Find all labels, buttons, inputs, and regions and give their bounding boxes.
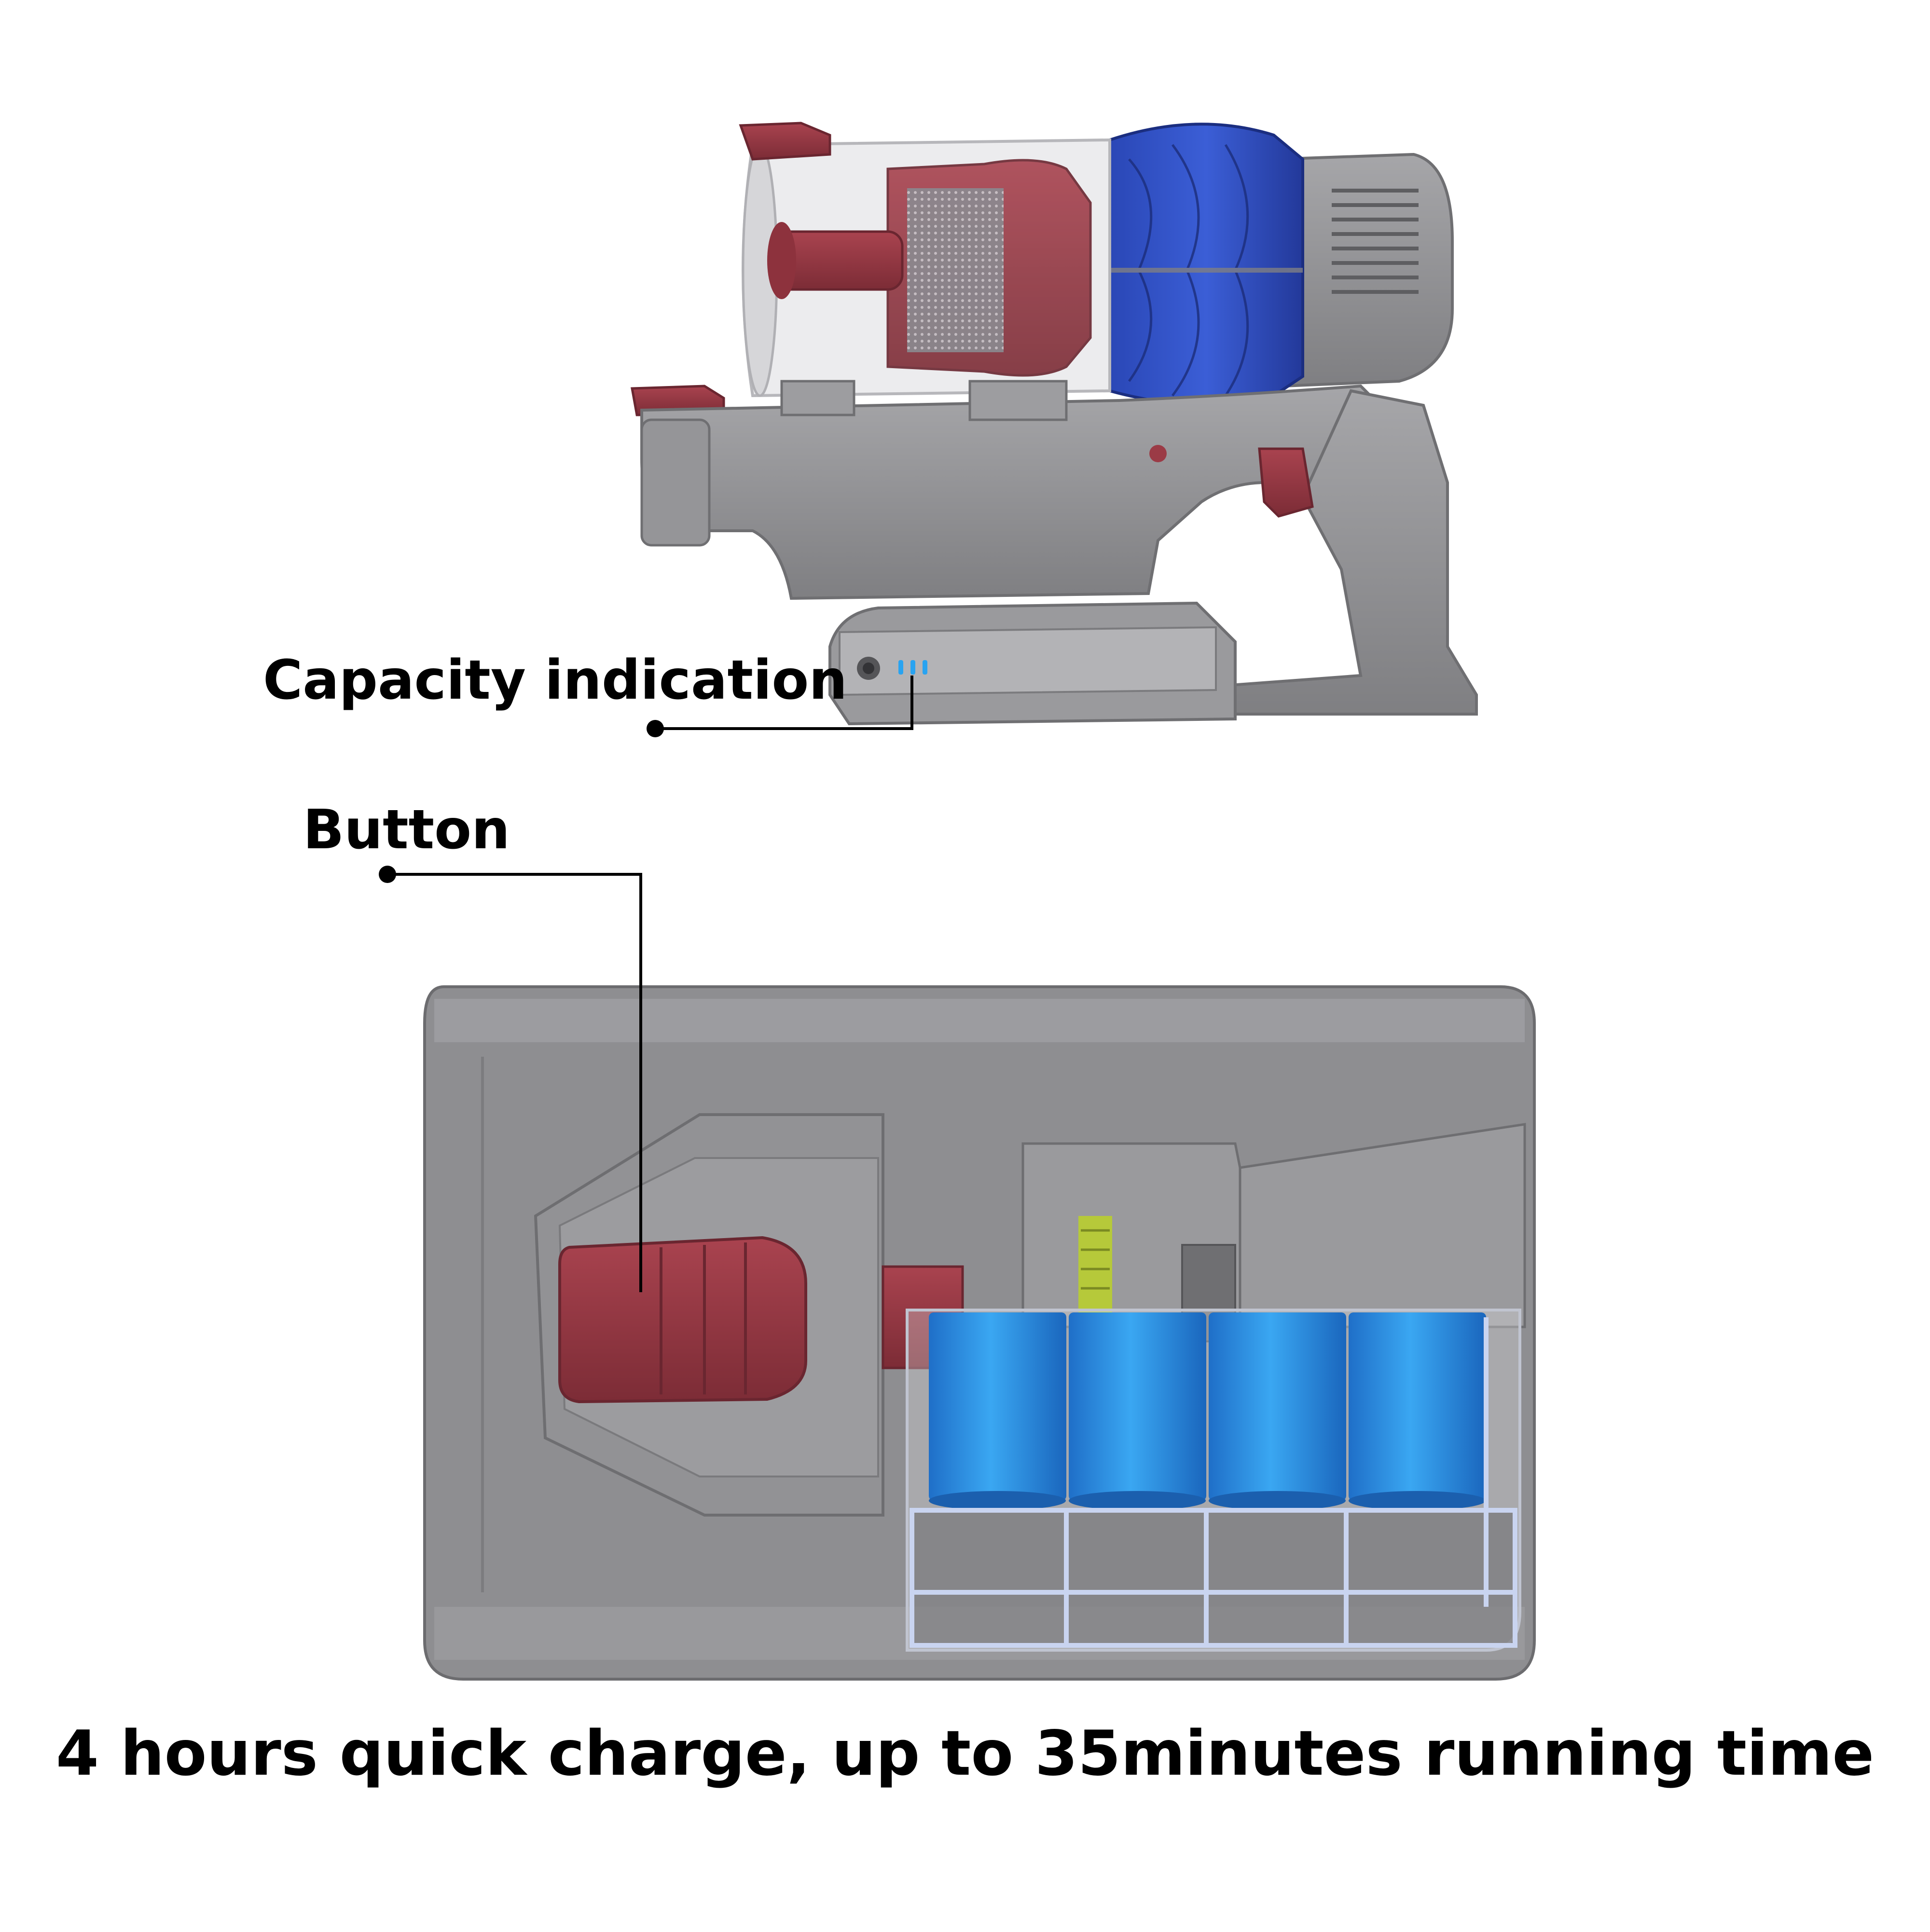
status-light [1149, 445, 1167, 462]
cell-tray [910, 1317, 1517, 1648]
button-label: Button [303, 799, 510, 861]
bin-latch-top [739, 122, 831, 161]
button-callout-line [379, 866, 642, 1292]
capacity-led-icon [898, 660, 927, 675]
caption-text: 4 hours quick charge, up to 35minutes ru… [55, 1718, 1875, 1790]
release-button[interactable] [558, 1236, 807, 1404]
handle [1229, 389, 1478, 716]
cyclone-blue-section [1108, 123, 1304, 406]
capacity-callout-line [647, 676, 913, 737]
trigger [1258, 447, 1314, 518]
capacity-indication-label: Capacity indication [263, 649, 848, 712]
battery-cells [929, 1312, 1486, 1510]
power-button-icon[interactable] [857, 657, 880, 680]
pcb-board [1078, 1216, 1112, 1317]
vent-grille [1332, 189, 1419, 294]
motor-housing [1272, 152, 1454, 388]
mesh-filter [907, 188, 1004, 352]
vacuum-cleaner [631, 122, 1478, 726]
battery-pack [423, 985, 1536, 1681]
